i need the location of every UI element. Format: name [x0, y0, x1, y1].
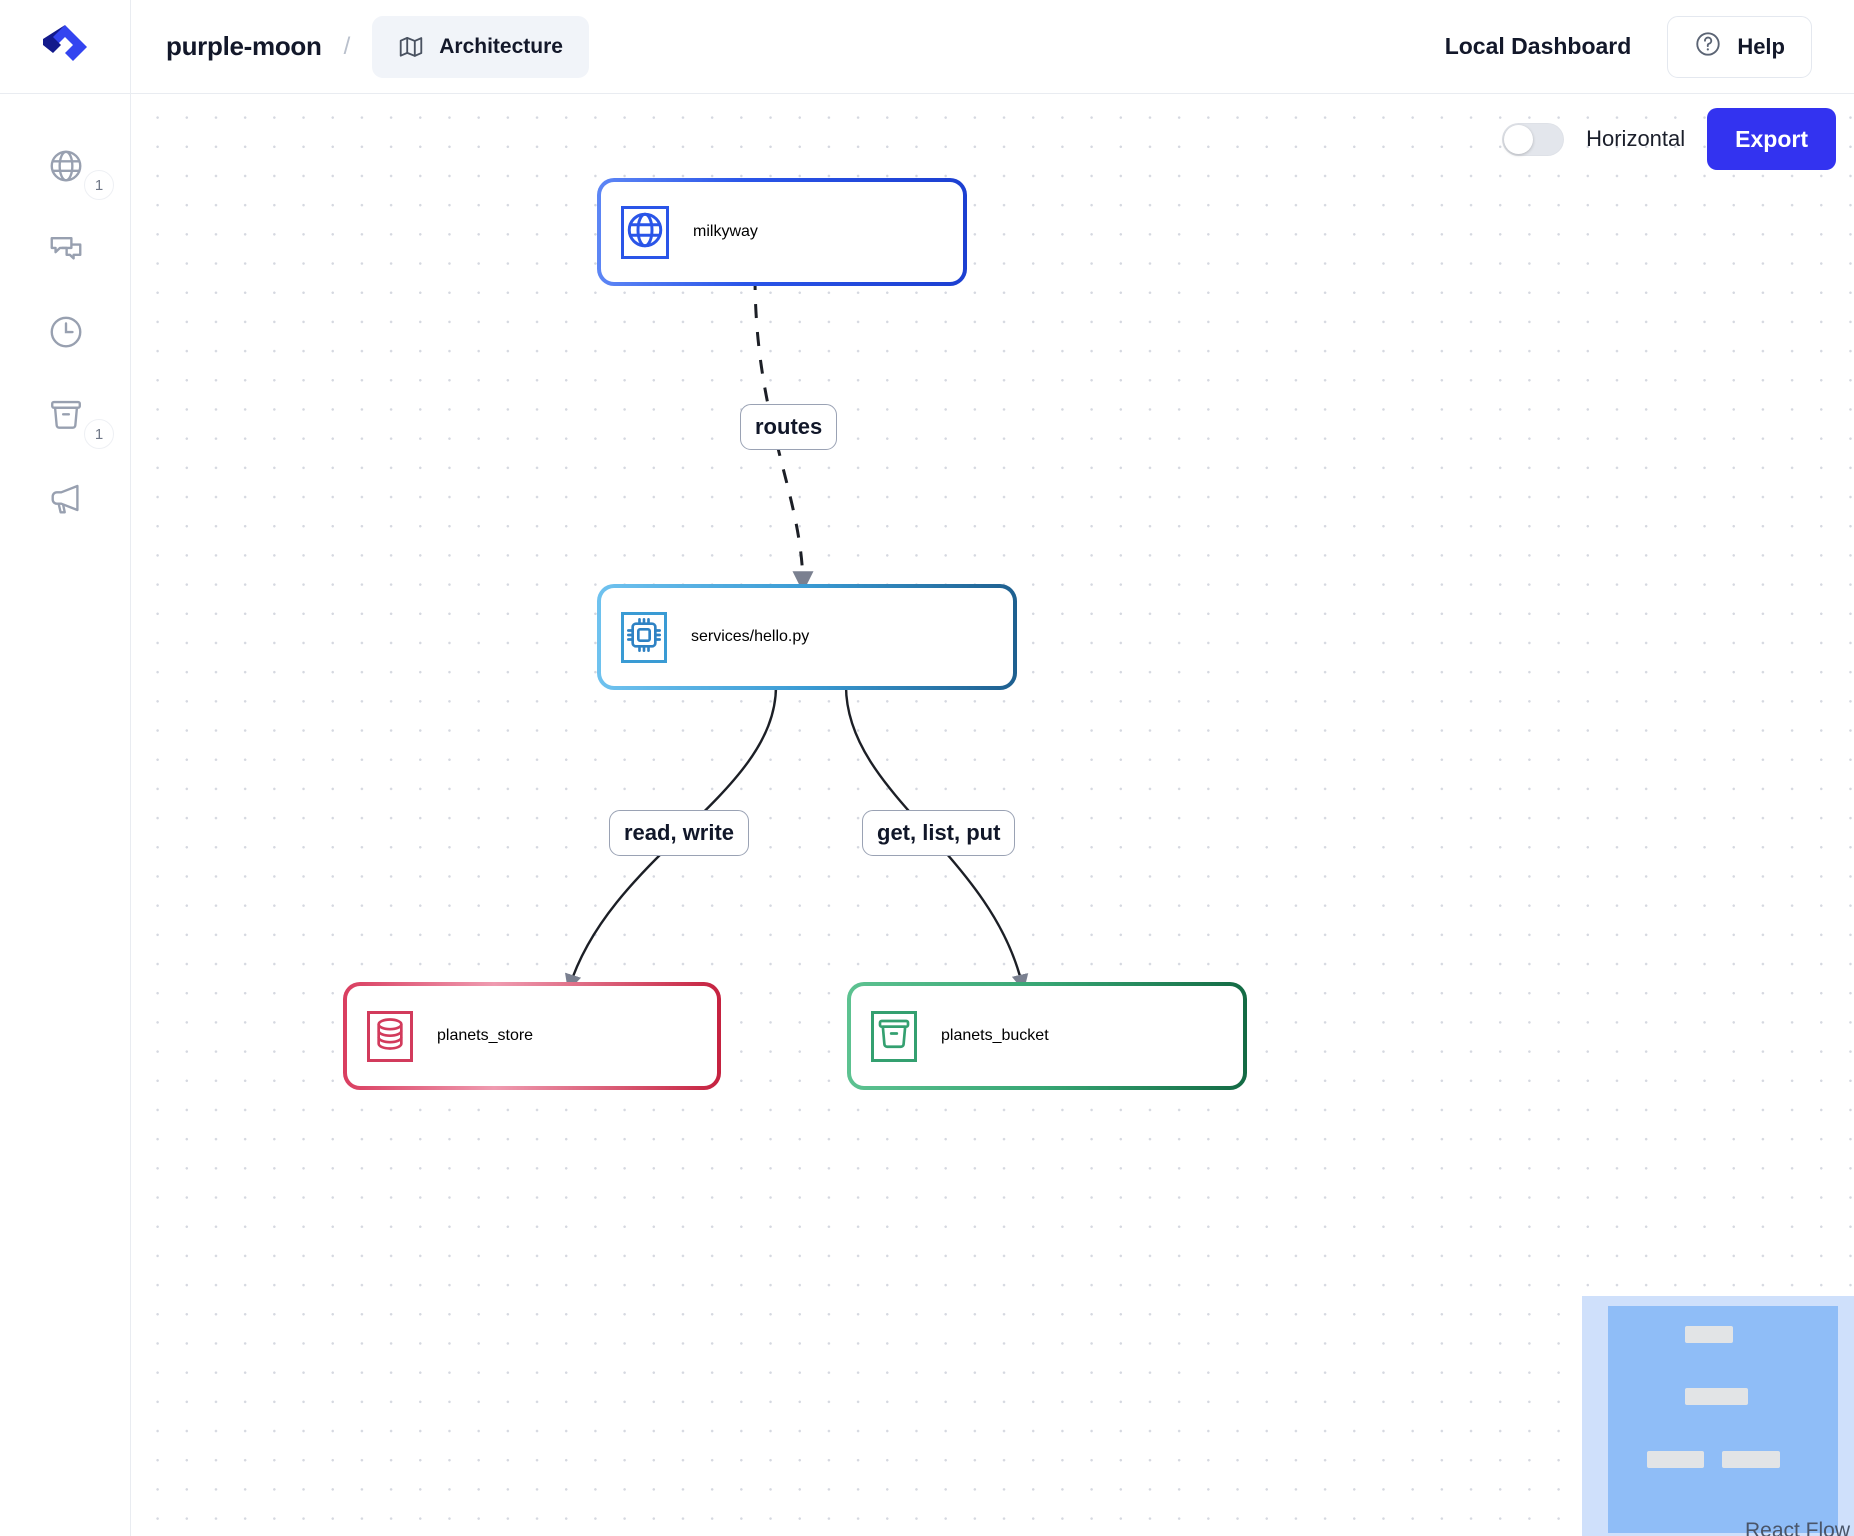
tab-architecture[interactable]: Architecture — [372, 15, 589, 78]
edge-label-read-write[interactable]: read, write — [609, 810, 750, 856]
node-planets-store[interactable]: planets_store — [343, 982, 721, 1090]
node-milkyway-icon-ring — [621, 205, 669, 259]
sidebar-badge-bucket: 1 — [84, 419, 114, 449]
header-actions: Local Dashboard Help — [1444, 15, 1854, 78]
globe-icon — [627, 212, 663, 247]
edge-label-routes[interactable]: routes — [740, 404, 838, 450]
node-hello-icon-ring — [621, 611, 667, 663]
database-icon — [377, 1017, 403, 1050]
map-icon — [398, 34, 424, 60]
left-sidebar: 1 1 — [0, 94, 131, 1536]
react-flow-attribution[interactable]: React Flow — [1744, 1519, 1850, 1536]
canvas-toolbar: Horizontal Export — [1502, 108, 1836, 170]
sidebar-badge-globe: 1 — [84, 170, 114, 200]
logo-container[interactable] — [0, 0, 131, 94]
node-bucket-label: planets_bucket — [941, 1027, 1049, 1044]
bucket-icon — [878, 1019, 910, 1048]
minimap-node — [1685, 1388, 1748, 1405]
minimap-node — [1722, 1451, 1780, 1468]
chat-bubbles-icon — [50, 236, 81, 260]
help-button[interactable]: Help — [1667, 15, 1812, 78]
question-circle-icon — [1694, 30, 1722, 64]
breadcrumb-separator: / — [343, 32, 351, 60]
minimap[interactable] — [1582, 1296, 1854, 1536]
app-logo-chevron — [43, 25, 87, 61]
toggle-knob — [1504, 124, 1534, 154]
top-header: purple-moon / Architecture Local Dashboa… — [0, 0, 1854, 94]
node-planets-bucket[interactable]: planets_bucket — [847, 982, 1247, 1090]
bucket-icon — [50, 400, 81, 429]
minimap-viewport[interactable] — [1608, 1306, 1838, 1533]
edge-label-get-list-put[interactable]: get, list, put — [862, 810, 1016, 856]
graph-layer: milkyway services/hello.py — [131, 94, 1854, 1536]
minimap-node — [1647, 1451, 1704, 1468]
local-dashboard-label: Local Dashboard — [1444, 33, 1632, 59]
node-store-label: planets_store — [437, 1027, 534, 1044]
sidebar-item-announcements[interactable] — [0, 456, 131, 539]
sidebar-item-globe[interactable]: 1 — [0, 124, 131, 207]
export-button[interactable]: Export — [1707, 108, 1836, 170]
node-hello-label: services/hello.py — [691, 628, 810, 645]
minimap-node — [1685, 1326, 1733, 1343]
breadcrumb-project[interactable]: purple-moon — [166, 31, 322, 61]
node-milkyway-label: milkyway — [693, 223, 758, 240]
megaphone-icon — [51, 484, 79, 513]
node-milkyway[interactable]: milkyway — [597, 178, 967, 286]
flow-canvas[interactable]: Horizontal Export — [131, 94, 1854, 1536]
horizontal-toggle[interactable] — [1502, 122, 1565, 156]
cpu-chip-icon — [627, 617, 661, 652]
node-bucket-icon-ring — [871, 1010, 917, 1062]
node-services-hello-py[interactable]: services/hello.py — [597, 584, 1017, 690]
sidebar-item-chat[interactable] — [0, 207, 131, 290]
horizontal-toggle-label: Horizontal — [1586, 126, 1686, 151]
globe-icon — [50, 150, 81, 181]
sidebar-item-bucket[interactable]: 1 — [0, 373, 131, 456]
sidebar-item-clock[interactable] — [0, 290, 131, 373]
tab-architecture-label: Architecture — [439, 34, 563, 58]
clock-icon — [50, 316, 81, 347]
help-button-label: Help — [1737, 33, 1785, 59]
node-store-icon-ring — [367, 1010, 413, 1062]
